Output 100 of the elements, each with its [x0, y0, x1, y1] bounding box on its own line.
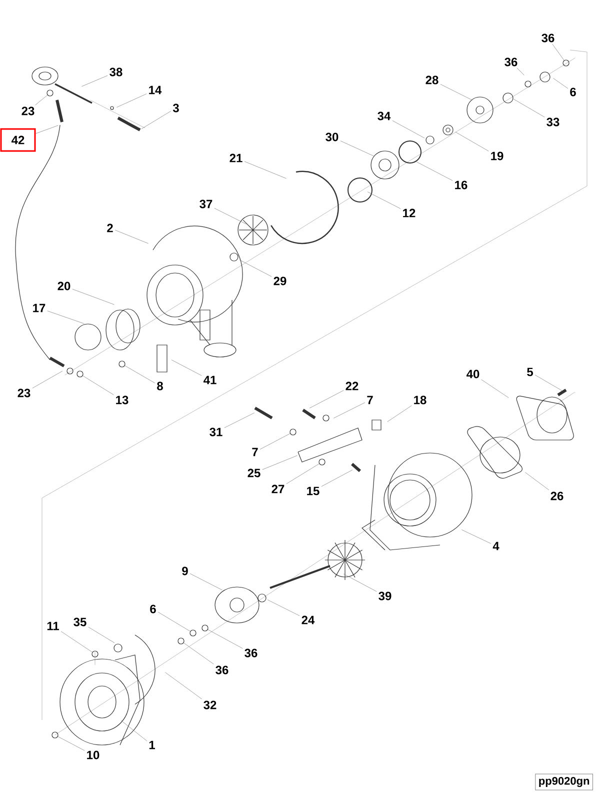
callout-number: 36: [504, 58, 518, 66]
leader-line: [72, 288, 114, 305]
callout-number: 21: [230, 154, 242, 162]
leader-line: [340, 140, 375, 156]
part-ring: [92, 650, 98, 658]
leader-line: [60, 631, 92, 652]
leader-line: [416, 162, 453, 181]
leader-line: [309, 390, 344, 408]
leader-line: [260, 433, 290, 450]
leader-line: [440, 84, 473, 100]
leader-line: [392, 120, 425, 138]
leader-line: [262, 455, 298, 470]
leader-line: [47, 310, 84, 324]
callout-number: 36: [216, 666, 228, 674]
callout-number: 13: [116, 396, 128, 404]
callout-number: 24: [302, 616, 315, 624]
leader-line: [214, 208, 247, 224]
callout-number: 42: [0, 128, 36, 152]
callout-number: 36: [542, 34, 554, 42]
leader-line: [553, 78, 568, 89]
leader-line: [141, 110, 172, 130]
part-ring: [46, 90, 54, 96]
callout-number: 36: [244, 648, 258, 658]
callout-number: 25: [248, 468, 260, 478]
leader-line: [343, 574, 377, 592]
part-ring: [290, 428, 296, 436]
leader-line: [184, 642, 214, 664]
leader-line: [190, 573, 223, 590]
callout-number: 15: [307, 486, 320, 496]
leader-line: [239, 260, 272, 277]
leader-line: [165, 672, 202, 700]
leader-line: [58, 736, 85, 751]
leader-line: [124, 365, 156, 384]
callout-number: 41: [204, 376, 216, 384]
callout-number: 9: [182, 566, 188, 576]
leader-line: [321, 470, 353, 487]
leader-line: [116, 94, 147, 108]
leader-line: [513, 98, 545, 118]
callout-number: 26: [550, 492, 564, 500]
callout-number: 37: [200, 200, 212, 208]
part-ring: [76, 370, 84, 378]
callout-number: 35: [74, 618, 86, 626]
part-ring: [318, 458, 326, 466]
leader-line: [114, 230, 148, 244]
leader-line: [455, 132, 489, 152]
leader-line: [461, 530, 492, 544]
leader-line: [516, 68, 524, 76]
callout-number: 11: [47, 622, 59, 630]
leader-line: [244, 161, 286, 179]
leader-line: [208, 629, 243, 649]
leader-line: [534, 374, 563, 392]
leader-line: [286, 464, 320, 484]
callout-number: 19: [491, 152, 504, 160]
part-ring: [178, 638, 184, 644]
callout-number: 32: [204, 700, 216, 710]
leader-line: [82, 75, 108, 87]
leader-line: [552, 44, 564, 60]
callout-number: 16: [455, 180, 468, 190]
leader-line: [387, 405, 412, 422]
leader-line: [36, 125, 58, 134]
leader-line: [82, 376, 114, 395]
callout-number: 20: [58, 282, 70, 290]
callout-number: 14: [149, 86, 162, 94]
part-ring: [562, 60, 570, 66]
part-ring: [52, 732, 58, 738]
callout-number: 34: [378, 112, 391, 120]
leader-line: [481, 379, 509, 398]
callout-number: 23: [18, 388, 30, 398]
leader-line: [171, 360, 202, 376]
callout-number: 28: [426, 76, 438, 84]
callout-number: 17: [33, 304, 46, 312]
callout-number: 18: [414, 396, 426, 404]
callout-number: 39: [378, 592, 392, 600]
leader-line: [158, 612, 190, 632]
callout-number: 7: [367, 396, 373, 404]
callout-number: 22: [346, 382, 358, 390]
leader-line: [88, 626, 115, 644]
leader-line: [367, 192, 401, 209]
callout-number: 40: [466, 370, 480, 378]
callout-number: 23: [22, 106, 34, 116]
leader-line: [525, 472, 550, 490]
callout-number: 29: [274, 276, 286, 286]
leader-line: [120, 720, 148, 742]
leader-line: [224, 412, 255, 428]
leader-line: [267, 600, 300, 616]
callout-number: 30: [326, 132, 338, 142]
callout-number: 7: [252, 448, 258, 456]
callout-number: 4: [492, 542, 500, 550]
callout-number: 5: [527, 368, 533, 376]
figure-code: pp9020gn: [535, 774, 593, 790]
callout-number: 27: [272, 484, 284, 494]
callout-number: 2: [107, 224, 113, 232]
callout-number: 6: [150, 604, 156, 614]
leader-line: [32, 370, 63, 388]
callout-number: 8: [157, 382, 163, 390]
callout-number: 6: [570, 88, 576, 96]
callout-number: 3: [172, 104, 179, 112]
callout-number: 33: [546, 118, 560, 126]
callout-number: 31: [210, 428, 222, 436]
leader-line: [35, 94, 48, 106]
